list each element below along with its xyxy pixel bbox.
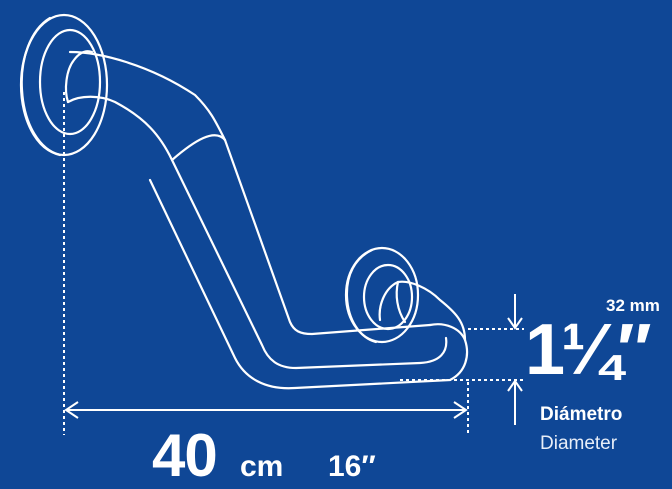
tube-back-edge [68,50,432,336]
length-arrow-right [453,401,468,419]
lower-flange [344,246,420,344]
diameter-mm: 32 mm [606,296,660,315]
length-inches: 16″ [328,450,376,483]
tube-bend-shade [170,134,227,162]
upper-flange-side [20,16,62,157]
diameter-label-english: Diameter [540,433,618,454]
length-value: 40 [152,422,218,489]
upper-flange-inner-rim [38,28,102,136]
grab-bar-tube [64,50,469,390]
lower-flange-inner-rim [362,263,414,331]
tube-upper-end [64,50,94,104]
lower-flange-side [345,248,378,344]
length-unit: cm [240,450,284,483]
diameter-inches: 1¼″ [525,310,652,390]
tube-bottom-edge [148,178,469,390]
tube-lower-end [378,280,467,342]
length-arrow-left [64,401,79,419]
tube-lower-end-inner [395,280,407,324]
diameter-arrow-bottom-head [507,379,523,392]
diameter-label-spanish: Diámetro [540,404,623,425]
diameter-arrow-top-head [507,317,523,330]
